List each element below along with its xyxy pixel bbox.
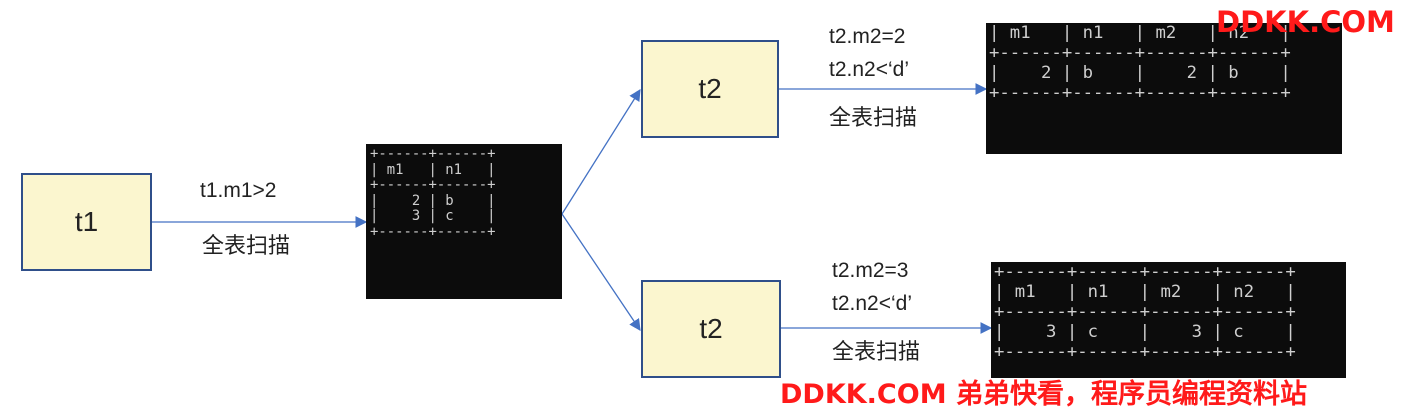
edge-t2-bottom-method: 全表扫描 (832, 340, 921, 365)
result-table-t2-top: | m1 | n1 | m2 | n2 | +------+------+---… (986, 23, 1342, 154)
edge-t2-top-condition-1: t2.m2=2 (829, 25, 906, 48)
watermark-top-right: DDKK.COM (1216, 5, 1395, 39)
edge-result-to-t2-top (561, 89, 641, 215)
result-table-t1: +------+------+ | m1 | n1 | +------+----… (366, 144, 562, 299)
edge-t1-condition: t1.m1>2 (200, 179, 277, 202)
result-table-t2-bottom-text: +------+------+------+------+ | m1 | n1 … (994, 262, 1296, 362)
result-table-t1-text: +------+------+ | m1 | n1 | +------+----… (370, 146, 496, 240)
watermark-bottom: DDKK.COM 弟弟快看，程序员编程资料站 (780, 379, 1307, 410)
edge-t1-method: 全表扫描 (202, 234, 291, 259)
edge-t2-bottom-condition-1: t2.m2=3 (832, 259, 909, 282)
node-t2-top: t2 (641, 40, 779, 138)
edge-result-to-t2-bottom (561, 213, 641, 331)
edge-t2-top-condition-2: t2.n2<‘d’ (829, 58, 909, 81)
edge-t2-bottom-condition-2: t2.n2<‘d’ (832, 292, 912, 315)
node-t2-bottom: t2 (641, 280, 781, 378)
result-table-t2-top-text: | m1 | n1 | m2 | n2 | +------+------+---… (989, 23, 1291, 103)
result-table-t2-bottom: +------+------+------+------+ | m1 | n1 … (991, 262, 1346, 378)
edge-t2-top-method: 全表扫描 (829, 106, 918, 131)
node-t1: t1 (21, 173, 152, 271)
